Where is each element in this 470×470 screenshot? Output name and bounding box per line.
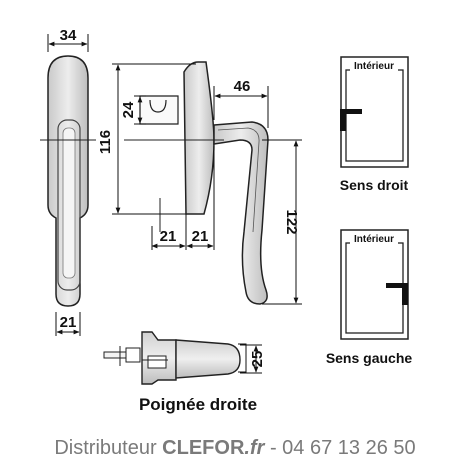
dim-side-depth: 25 [249, 351, 266, 368]
side-handle-lever [213, 121, 269, 305]
box-label-right: Intérieur [354, 61, 394, 72]
front-handle-slot [57, 119, 81, 291]
footer-separator: - [264, 437, 283, 459]
diagram-sens-gauche: Intérieur Sens gauche [326, 229, 413, 366]
dim-handle-length: 122 [283, 209, 300, 234]
bottom-view: 25 [103, 331, 266, 385]
footer-contact: Distributeur CLEFOR.fr - 04 67 13 26 50 [0, 437, 470, 460]
diagram-sens-droit: Intérieur Sens droit [340, 56, 409, 193]
dim-offset-left: 21 [160, 228, 177, 245]
dim-front-width: 34 [60, 27, 77, 44]
dim-body-height: 116 [97, 130, 114, 154]
footer-tld: .fr [244, 437, 265, 459]
box-label-left: Intérieur [354, 234, 394, 245]
footer-brand: CLEFOR [162, 437, 245, 459]
dim-offset-right: 21 [192, 228, 209, 245]
side-base-block [183, 61, 215, 215]
front-view: 34 21 [40, 27, 96, 336]
side-view: 24 116 21 21 46 122 [97, 61, 302, 305]
bottom-handle [175, 339, 241, 379]
product-title: Poignée droite [139, 395, 257, 414]
handle-left-icon [402, 283, 408, 305]
dim-handle-reach: 46 [234, 78, 251, 95]
footer-phone: 04 67 13 26 50 [282, 437, 416, 459]
caption-left: Sens gauche [326, 350, 413, 366]
dim-insert-height: 24 [120, 101, 137, 118]
caption-right: Sens droit [340, 177, 409, 193]
footer-prefix: Distributeur [54, 437, 163, 459]
handle-right-icon [340, 109, 346, 131]
dim-front-base: 21 [60, 314, 77, 331]
